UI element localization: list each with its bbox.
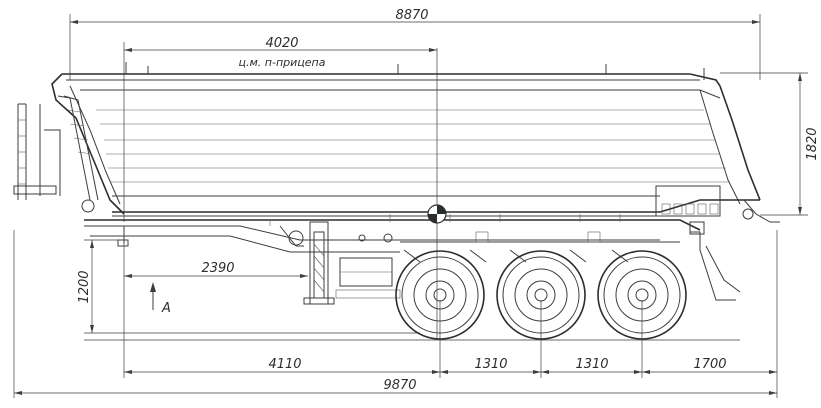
dimension-overall-length: 9870 xyxy=(13,230,777,398)
dimension-1310b-label: 1310 xyxy=(575,357,608,372)
dimension-body-height-label: 1820 xyxy=(805,127,820,160)
wheel-1 xyxy=(395,250,485,340)
chassis-frame xyxy=(84,214,701,253)
center-of-gravity-symbol xyxy=(427,204,447,224)
dimension-center-of-gravity: 4020 ц.м. п-прицепа xyxy=(123,36,438,340)
dimension-body-height: 1820 xyxy=(720,72,820,216)
landing-gear xyxy=(279,221,335,305)
dimension-cg-label: 4020 xyxy=(265,36,298,51)
dimension-total-top: 8870 xyxy=(69,8,761,80)
dimension-9870-label: 9870 xyxy=(383,378,416,393)
wheel-2 xyxy=(496,250,586,340)
tipper-body xyxy=(51,62,780,223)
hydraulic-cylinder xyxy=(57,95,99,213)
dimension-1700-label: 1700 xyxy=(693,357,726,372)
air-tank-equipment xyxy=(335,233,401,299)
dimension-2390-label: 2390 xyxy=(201,261,234,276)
suspension xyxy=(400,231,680,263)
wheel-3 xyxy=(597,250,687,340)
view-marker-label: A xyxy=(161,301,171,316)
dimension-bottom-chain: 4110 1310 1310 1700 xyxy=(123,230,778,398)
cg-caption: ц.м. п-прицепа xyxy=(239,56,326,69)
view-marker: A xyxy=(150,282,171,316)
dimension-4110-label: 4110 xyxy=(268,357,301,372)
dimension-total-top-label: 8870 xyxy=(395,8,428,23)
rear-underrun xyxy=(689,221,741,301)
dimension-kingpin-height-label: 1200 xyxy=(77,270,92,303)
dimension-1310a-label: 1310 xyxy=(474,357,507,372)
dimension-kingpin-to-leg: 2390 xyxy=(124,261,308,278)
front-ladder xyxy=(13,103,61,200)
